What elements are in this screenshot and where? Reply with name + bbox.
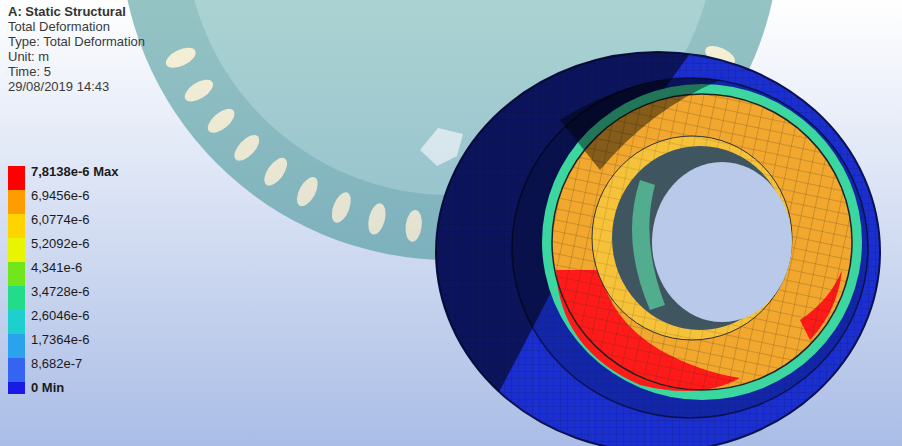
color-swatch [8,166,25,190]
legend-value: 7,8138e-6 Max [31,164,118,179]
legend-value: 3,4728e-6 [31,284,90,299]
color-swatch [8,214,25,238]
color-swatch [8,358,25,382]
legend-value: 5,2092e-6 [31,236,90,251]
legend-value: 1,7364e-6 [31,332,90,347]
legend-value: 6,0774e-6 [31,212,90,227]
result-info: 29/08/2019 14:43 [8,79,145,94]
color-swatch [8,190,25,214]
color-swatch [8,286,25,310]
legend-value: 2,6046e-6 [31,308,90,323]
color-swatch [8,310,25,334]
color-swatch [8,238,25,262]
color-swatch [8,262,25,286]
color-swatch [8,334,25,358]
legend-value: 6,9456e-6 [31,188,90,203]
result-info: Time: 5 [8,64,145,79]
result-info: Unit: m [8,49,145,64]
result-title: A: Static Structural [8,4,145,19]
result-info: Type: Total Deformation [8,34,145,49]
legend-value: 8,682e-7 [31,356,82,371]
legend-value: 4,341e-6 [31,260,82,275]
legend-value: 0 Min [31,380,64,395]
result-info: Total Deformation [8,19,145,34]
color-swatch [8,382,25,394]
